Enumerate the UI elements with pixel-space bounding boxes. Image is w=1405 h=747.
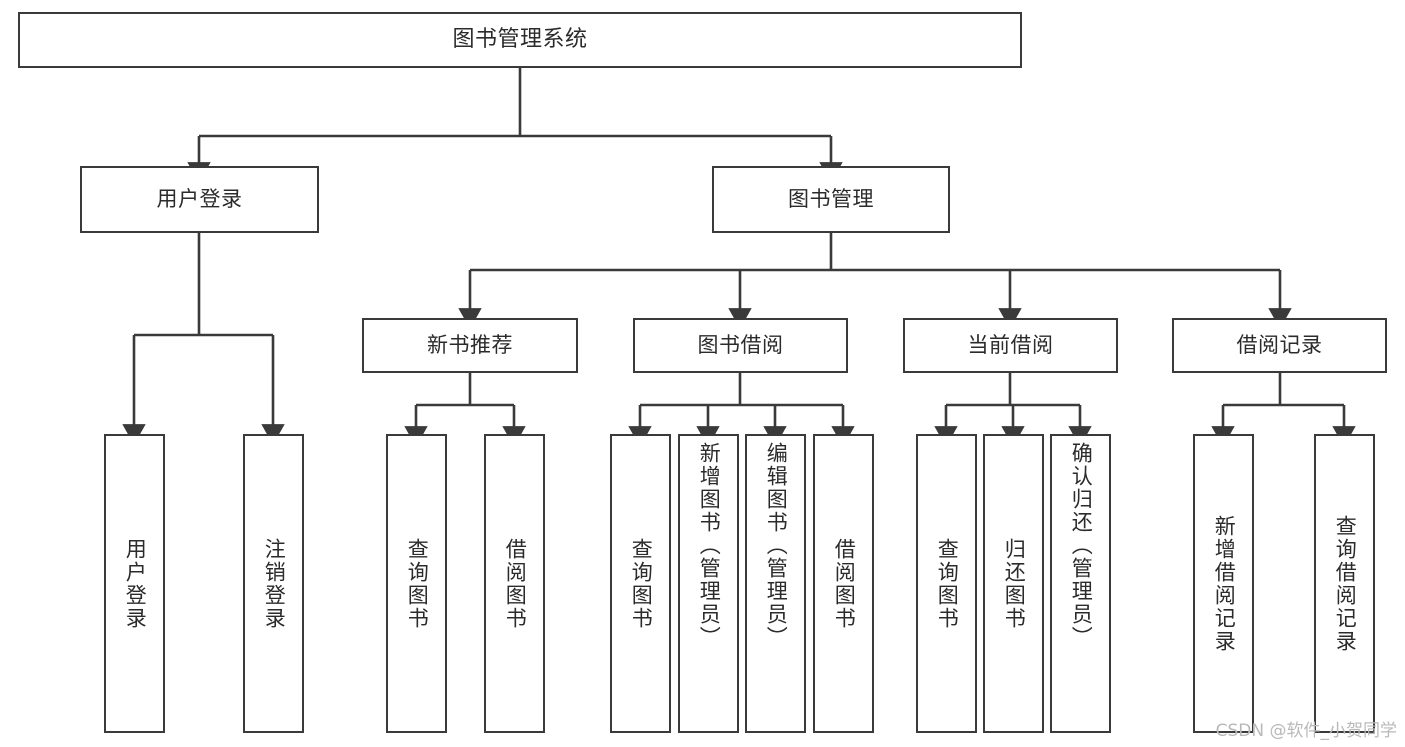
node-label: 查询图书 [629, 537, 654, 630]
node-label: 借阅记录 [1236, 333, 1323, 358]
node-borrow-record[interactable]: 借阅记录 [1172, 318, 1387, 373]
node-label: 查询图书 [935, 537, 960, 630]
node-label: 图书借阅 [697, 333, 784, 358]
leaf-query-book-bb[interactable]: 查询图书 [610, 434, 671, 733]
node-current-borrow[interactable]: 当前借阅 [903, 318, 1118, 373]
leaf-edit-book-admin[interactable]: 编辑图书（管理员） [745, 434, 806, 733]
node-label: 编辑图书（管理员） [764, 442, 789, 649]
node-label: 借阅图书 [503, 537, 528, 630]
leaf-user-login[interactable]: 用户登录 [104, 434, 165, 733]
node-label: 图书管理 [788, 187, 874, 212]
node-new-book-recommend[interactable]: 新书推荐 [362, 318, 578, 373]
leaf-logout[interactable]: 注销登录 [243, 434, 304, 733]
node-book-borrow[interactable]: 图书借阅 [633, 318, 848, 373]
node-label: 查询图书 [405, 537, 430, 630]
node-user-login[interactable]: 用户登录 [80, 166, 319, 233]
leaf-borrow-book-bb[interactable]: 借阅图书 [813, 434, 874, 733]
leaf-confirm-return-admin[interactable]: 确认归还（管理员） [1050, 434, 1111, 733]
leaf-add-book-admin[interactable]: 新增图书（管理员） [678, 434, 739, 733]
node-label: 图书管理系统 [452, 27, 588, 53]
leaf-add-borrow-record[interactable]: 新增借阅记录 [1193, 434, 1254, 733]
node-label: 归还图书 [1002, 537, 1027, 630]
csdn-watermark: CSDN @软件_小贺同学 [1215, 721, 1397, 741]
node-label: 新增图书（管理员） [697, 442, 722, 649]
node-label: 新书推荐 [427, 333, 513, 358]
node-label: 确认归还（管理员） [1069, 442, 1094, 649]
leaf-return-book[interactable]: 归还图书 [983, 434, 1044, 733]
node-root-system[interactable]: 图书管理系统 [18, 12, 1022, 68]
node-label: 当前借阅 [967, 333, 1054, 358]
leaf-query-book-nb[interactable]: 查询图书 [386, 434, 447, 733]
node-label: 注销登录 [262, 537, 287, 630]
leaf-query-borrow-record[interactable]: 查询借阅记录 [1314, 434, 1375, 733]
node-label: 用户登录 [156, 187, 243, 212]
node-label: 新增借阅记录 [1212, 514, 1237, 653]
leaf-query-book-cb[interactable]: 查询图书 [916, 434, 977, 733]
node-label: 借阅图书 [832, 537, 857, 630]
node-label: 用户登录 [123, 537, 148, 630]
node-book-management[interactable]: 图书管理 [712, 166, 950, 233]
leaf-borrow-book-nb[interactable]: 借阅图书 [484, 434, 545, 733]
node-label: 查询借阅记录 [1333, 514, 1358, 653]
